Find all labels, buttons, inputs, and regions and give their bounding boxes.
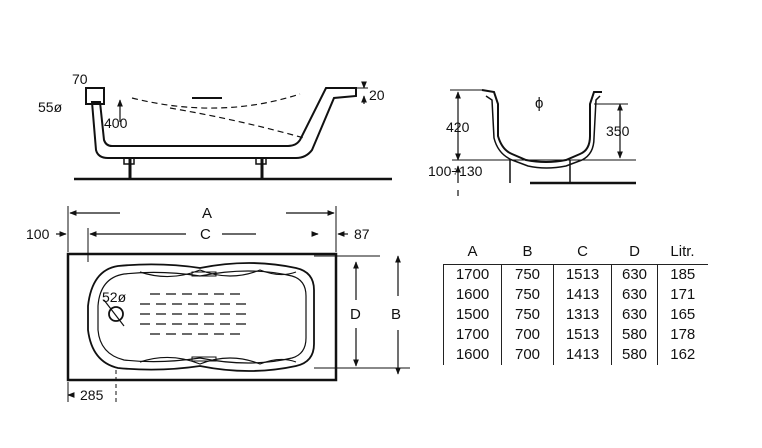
header-C: C xyxy=(577,242,588,260)
dim-leg-label: 100÷130 xyxy=(428,163,483,179)
top-view xyxy=(56,206,410,402)
cell-C: 1413 xyxy=(553,345,612,365)
cell-litres: 162 xyxy=(657,345,708,365)
cell-litres: 171 xyxy=(657,285,708,305)
cell-A: 1700 xyxy=(443,325,502,345)
dim-55-label: 55ø xyxy=(38,99,63,115)
side-view-tub-outline xyxy=(90,87,357,159)
top-view-handle xyxy=(191,271,217,277)
cell-A: 1500 xyxy=(443,305,502,325)
header-litres: Litr. xyxy=(670,242,695,260)
side-view-leg-foot xyxy=(255,157,267,165)
top-view-rim-bottom xyxy=(139,356,297,365)
dim-70-label: 70 xyxy=(72,71,88,87)
cell-D: 630 xyxy=(611,285,658,305)
cell-D: 630 xyxy=(611,305,658,325)
end-view-tub-outline xyxy=(481,89,602,163)
cell-B: 700 xyxy=(501,325,554,345)
cell-C: 1513 xyxy=(553,264,612,285)
cell-litres: 185 xyxy=(657,264,708,285)
anti-slip-pattern xyxy=(140,293,252,335)
dim-87-label: 87 xyxy=(354,226,370,242)
dim-B-label: B xyxy=(391,306,401,323)
side-view-hidden-line-2 xyxy=(169,107,305,139)
dimension-spec-table: A B C D Litr. 1700 750 1513 630 185 1600… xyxy=(443,238,708,365)
table-row: 1700 750 1513 630 185 xyxy=(443,264,708,285)
side-view-hidden-line xyxy=(131,93,301,109)
header-B: B xyxy=(522,242,533,260)
diameter-symbol: ϕ xyxy=(535,95,543,112)
drain-leader xyxy=(103,299,125,327)
cell-A: 1600 xyxy=(443,345,502,365)
cell-B: 750 xyxy=(501,305,554,325)
dim-C-label: C xyxy=(200,226,211,243)
table-row: 1600 700 1413 580 162 xyxy=(443,345,708,365)
cell-B: 750 xyxy=(501,285,554,305)
top-view-outline xyxy=(66,252,338,382)
top-view-handle xyxy=(191,356,217,362)
header-A: A xyxy=(467,242,478,260)
header-D: D xyxy=(629,242,640,260)
dim-100-label: 100 xyxy=(26,226,50,242)
end-view xyxy=(450,89,636,196)
cell-B: 750 xyxy=(501,264,554,285)
cell-D: 630 xyxy=(611,264,658,285)
top-view-basin xyxy=(87,262,315,372)
side-view xyxy=(74,81,392,181)
cell-C: 1513 xyxy=(553,325,612,345)
cell-B: 700 xyxy=(501,345,554,365)
cell-C: 1313 xyxy=(553,305,612,325)
table-header-row: A B C D Litr. xyxy=(444,238,708,265)
dim-400-label: 400 xyxy=(104,115,128,131)
dim-A-label: A xyxy=(202,205,212,222)
dim-D-label: D xyxy=(350,306,361,323)
cell-litres: 165 xyxy=(657,305,708,325)
cell-A: 1600 xyxy=(443,285,502,305)
top-view-rim-top xyxy=(139,269,297,278)
cell-D: 580 xyxy=(611,345,658,365)
dim-20-label: 20 xyxy=(369,87,385,103)
cell-D: 580 xyxy=(611,325,658,345)
table-row: 1700 700 1513 580 178 xyxy=(443,325,708,345)
top-view-basin-inner xyxy=(97,270,307,364)
cell-C: 1413 xyxy=(553,285,612,305)
table-row: 1500 750 1313 630 165 xyxy=(443,305,708,325)
overflow-box xyxy=(85,87,105,105)
cell-litres: 178 xyxy=(657,325,708,345)
dim-420-label: 420 xyxy=(446,119,470,135)
drain-circle xyxy=(108,306,124,322)
end-view-tub-inner xyxy=(485,95,601,169)
table-row: 1600 750 1413 630 171 xyxy=(443,285,708,305)
dim-350-label: 350 xyxy=(606,123,630,139)
cell-A: 1700 xyxy=(443,264,502,285)
dim-285-label: 285 xyxy=(80,387,104,403)
dim-52-label: 52ø xyxy=(102,289,127,305)
side-view-leg-foot xyxy=(123,157,135,165)
